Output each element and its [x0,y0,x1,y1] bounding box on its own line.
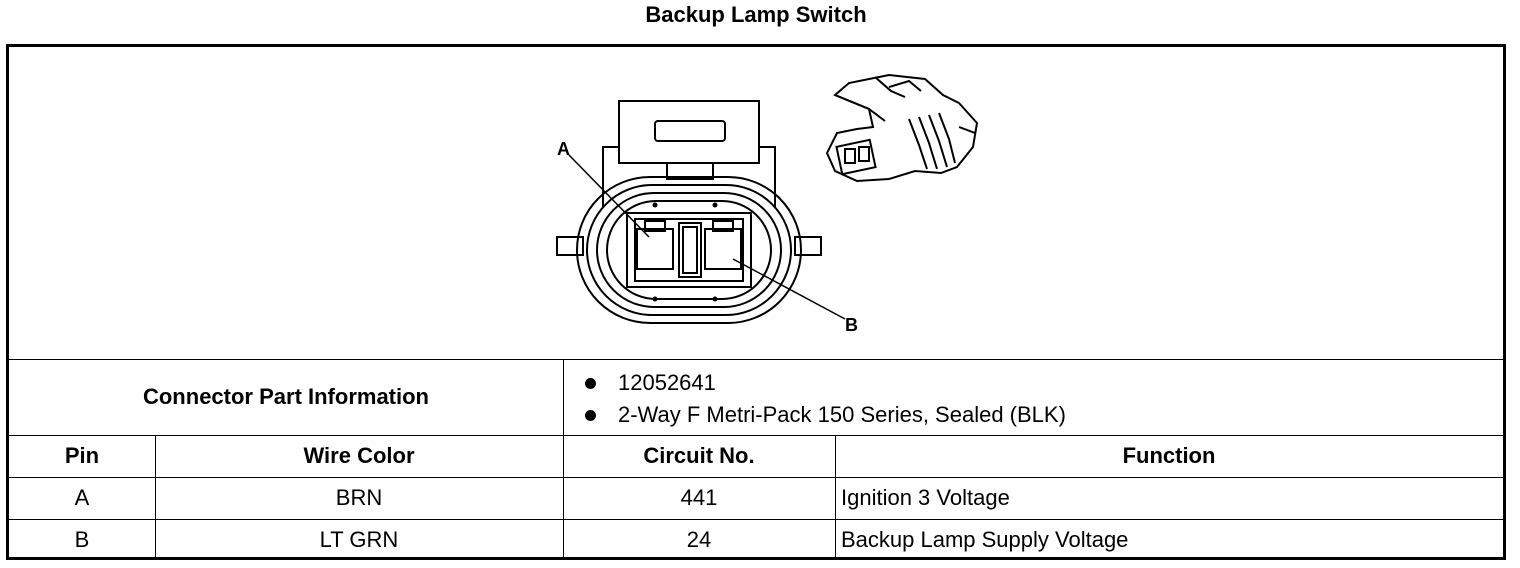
pin-b-label: B [845,315,858,335]
divider [835,435,836,557]
divider [9,477,1503,478]
page-title: Backup Lamp Switch [645,2,867,27]
divider [9,519,1503,520]
header-circuit-no: Circuit No. [643,443,755,468]
divider [155,435,156,557]
pin-a-label: A [557,139,570,159]
connector-info-list: 12052641 2-Way F Metri-Pack 150 Series, … [585,367,1066,431]
divider [9,359,1503,360]
table-cell-wire-color: LT GRN [319,527,399,552]
pinout-frame: A B Connector Part Inform [6,44,1506,560]
connector-description: 2-Way F Metri-Pack 150 Series, Sealed (B… [618,402,1066,427]
header-wire-color: Wire Color [303,443,415,468]
connector-info-label: Connector Part Information [142,384,429,409]
bullet-icon [585,409,596,421]
table-cell-pin: B [74,527,90,552]
bullet-icon [585,377,596,389]
table-cell-circuit: 24 [686,527,712,552]
divider [9,435,1503,436]
header-function: Function [1122,443,1216,468]
divider [563,359,564,557]
connector-front-view [556,100,822,324]
table-cell-function: Ignition 3 Voltage [841,485,1010,510]
table-cell-wire-color: BRN [335,485,383,510]
connector-diagram: A B [9,47,1503,359]
connector-isometric-view [825,73,979,183]
part-number: 12052641 [618,370,716,395]
connector-drawing: A B [556,73,979,335]
pin-leader-lines [568,154,846,320]
table-cell-function: Backup Lamp Supply Voltage [841,527,1129,552]
list-item: 2-Way F Metri-Pack 150 Series, Sealed (B… [585,399,1066,431]
header-pin: Pin [64,443,100,468]
connector-front-dots [652,202,718,302]
list-item: 12052641 [585,367,1066,399]
table-cell-circuit: 441 [680,485,718,510]
table-cell-pin: A [74,485,90,510]
